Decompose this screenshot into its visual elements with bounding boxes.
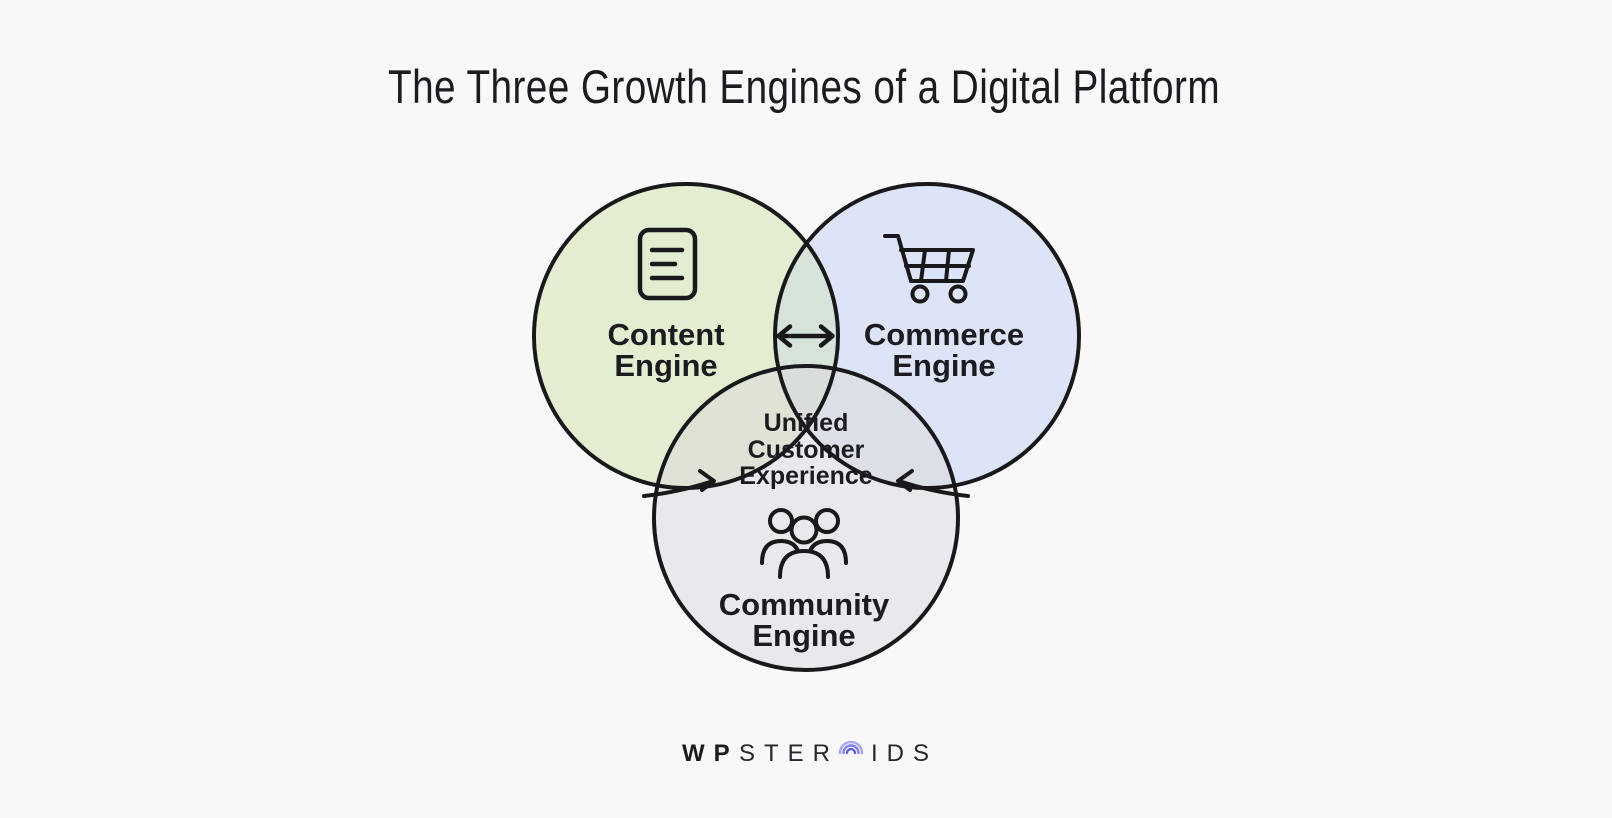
svg-text:Engine: Engine <box>752 618 855 653</box>
svg-text:Community: Community <box>719 587 890 622</box>
svg-text:Engine: Engine <box>614 348 717 383</box>
page-title: The Three Growth Engines of a Digital Pl… <box>388 60 1220 113</box>
community-engine-label: Community Engine <box>719 587 890 653</box>
svg-text:Unified: Unified <box>764 409 849 437</box>
logo-text-ids: IDS <box>871 740 938 767</box>
curved-arrow-right-icon <box>896 469 970 498</box>
logo-text-wp: WP <box>682 740 739 767</box>
curved-arrow-left-icon <box>642 469 716 498</box>
people-group-icon <box>760 508 848 579</box>
shopping-cart-icon <box>883 234 975 304</box>
center-label: Unified Customer Experience <box>739 409 873 490</box>
double-headed-arrow-icon <box>776 324 835 348</box>
logo: WP STER IDS <box>682 740 938 767</box>
svg-text:Experience: Experience <box>739 462 873 490</box>
community-circle-outline <box>652 364 960 672</box>
content-engine-label: Content Engine <box>607 317 724 383</box>
svg-text:Content: Content <box>607 317 724 352</box>
document-icon <box>637 227 698 301</box>
logo-text-ster: STER <box>739 740 839 767</box>
overlap-content-community <box>654 366 838 488</box>
overlap-commerce-community <box>775 366 958 488</box>
svg-text:Commerce: Commerce <box>864 317 1024 352</box>
svg-text:Engine: Engine <box>892 348 995 383</box>
svg-text:Customer: Customer <box>748 436 865 464</box>
commerce-engine-label: Commerce Engine <box>864 317 1024 383</box>
concentric-arcs-icon <box>838 740 864 755</box>
